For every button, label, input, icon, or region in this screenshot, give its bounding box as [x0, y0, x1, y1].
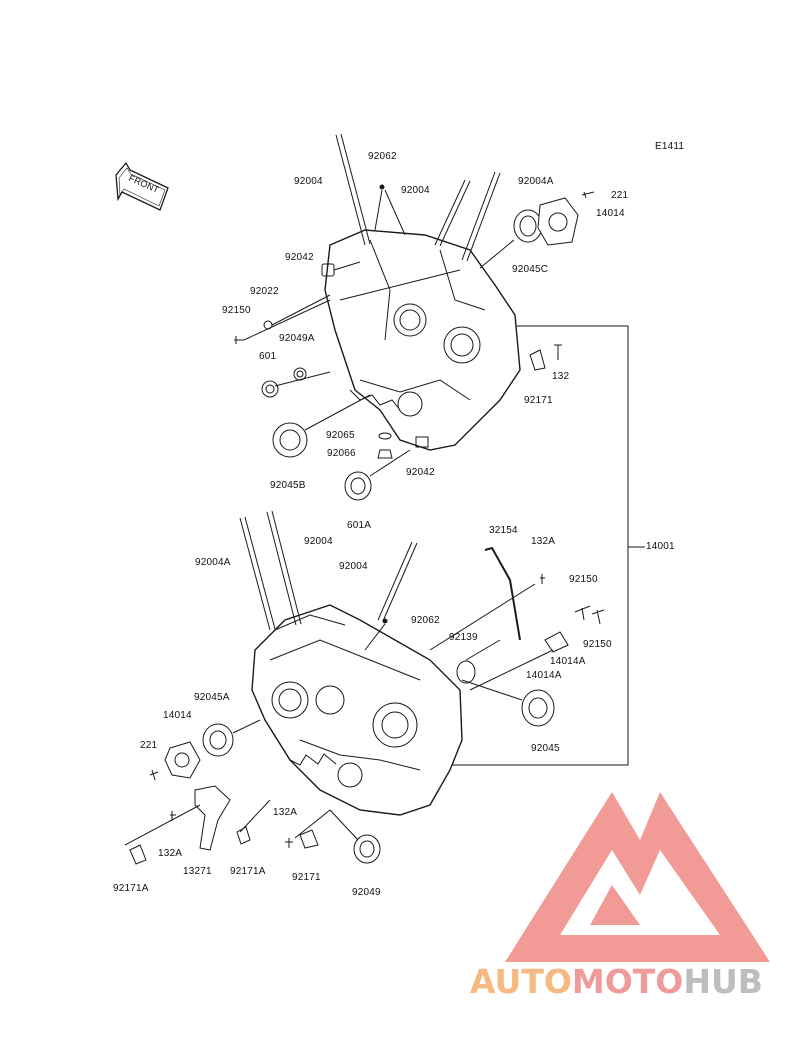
label-14014: 14014 [596, 208, 625, 219]
label-92004A: 92004A [518, 176, 554, 187]
label-92045: 92045 [531, 743, 560, 754]
label-92150: 92150 [569, 574, 598, 585]
label-132A: 132A [531, 536, 556, 547]
label-92004: 92004 [304, 536, 333, 547]
label-92049A: 92049A [279, 333, 315, 344]
label-132: 132 [552, 371, 570, 382]
label-92066: 92066 [327, 448, 356, 459]
label-92062: 92062 [411, 615, 440, 626]
label-92004: 92004 [294, 176, 323, 187]
stud-bolt-92004-lower [266, 510, 302, 626]
stud-bolt-92004A-lower [239, 516, 276, 631]
label-92150: 92150 [222, 305, 251, 316]
label-92042: 92042 [406, 467, 435, 478]
label-14014A: 14014A [550, 656, 586, 667]
watermark-auto: AUTO [470, 962, 572, 1001]
stud-bolt-92004-mid [434, 179, 471, 247]
upper-crankcase [324, 229, 521, 451]
diagram-code: E1411 [655, 141, 685, 152]
label-92042: 92042 [285, 252, 314, 263]
label-132A: 132A [158, 848, 183, 859]
watermark-moto: MOTO [571, 962, 684, 1001]
lower-crankcase [251, 604, 463, 816]
label-221: 221 [140, 740, 158, 751]
label-92045B: 92045B [270, 480, 306, 491]
watermark-logo [505, 792, 770, 962]
label-14014A: 14014A [526, 670, 562, 681]
label-92004A: 92004A [195, 557, 231, 568]
label-92045A: 92045A [194, 692, 230, 703]
label-92004: 92004 [339, 561, 368, 572]
label-601A: 601A [347, 520, 372, 531]
label-92171A: 92171A [113, 883, 149, 894]
watermark-hub: HUB [683, 962, 763, 1001]
stud-bolt-92004A [461, 171, 501, 262]
label-92150: 92150 [583, 639, 612, 650]
stud-bolt-92004 [335, 133, 371, 246]
stud-bolt-92004-lower-mid [377, 541, 418, 622]
label-92065: 92065 [326, 430, 355, 441]
label-14014: 14014 [163, 710, 192, 721]
label-92022: 92022 [250, 286, 279, 297]
label-32154: 32154 [489, 525, 518, 536]
label-92049: 92049 [352, 887, 381, 898]
label-92139: 92139 [449, 632, 478, 643]
label-14001: 14001 [646, 541, 675, 552]
label-221: 221 [611, 190, 629, 201]
label-92062: 92062 [368, 151, 397, 162]
front-arrow-icon [115, 161, 169, 211]
label-13271: 13271 [183, 866, 212, 877]
label-92045C: 92045C [512, 264, 549, 275]
label-132A: 132A [273, 807, 298, 818]
label-92004: 92004 [401, 185, 430, 196]
watermark-text: AUTOMOTOHUB [470, 962, 763, 1001]
label-92171: 92171 [524, 395, 553, 406]
label-601: 601 [259, 351, 277, 362]
label-92171: 92171 [292, 872, 321, 883]
label-92171A: 92171A [230, 866, 266, 877]
